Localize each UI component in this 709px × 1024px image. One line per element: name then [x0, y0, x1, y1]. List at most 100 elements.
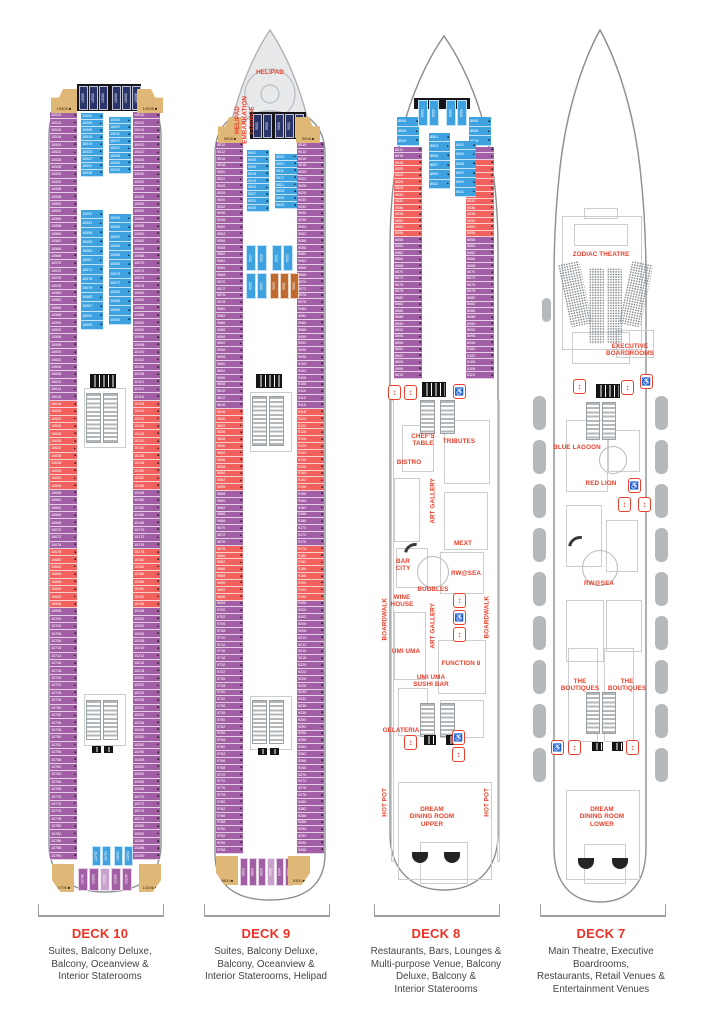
cabin-9182[interactable]: 9182▲: [297, 559, 324, 567]
cabin-10182[interactable]: 10182▲: [133, 563, 160, 572]
cabin-9080[interactable]: 9080■: [297, 306, 324, 314]
cabin-10526[interactable]: 10526■: [50, 156, 77, 164]
cabin-8038[interactable]: 8038■: [466, 211, 494, 218]
cabin-10090[interactable]: 10090■: [133, 319, 160, 327]
suite-cabin-9300[interactable]: 9300 ■: [288, 856, 310, 885]
cabin-8596[interactable]: 8596▲: [394, 333, 422, 341]
cabin-10776[interactable]: 10776■: [50, 808, 77, 816]
cabin-9772[interactable]: 9772▲: [216, 778, 243, 786]
cabin-10672[interactable]: 10672▲: [50, 534, 77, 542]
cabin-9650[interactable]: 9650■: [216, 470, 243, 478]
cabin-10286[interactable]: 10286■: [133, 837, 160, 846]
cabin-9016[interactable]: 9016■: [297, 155, 324, 163]
cabin-10676[interactable]: 10676■: [50, 541, 77, 549]
cabin-10220[interactable]: 10220■: [133, 674, 160, 683]
cabin-10080[interactable]: 10080■: [133, 289, 160, 298]
cabin-10071[interactable]: 10071■: [81, 265, 103, 275]
cabin-9035[interactable]: 9035■: [247, 205, 269, 213]
cabin-10760[interactable]: 10760■: [50, 763, 77, 772]
cabin-10001[interactable]: 10001■: [81, 113, 103, 121]
cabin-9670[interactable]: 9670■: [216, 525, 243, 533]
cabin-8100[interactable]: 8100■: [466, 346, 494, 353]
cabin-10110[interactable]: 10110■: [133, 378, 160, 387]
cabin-10132[interactable]: 10132▲: [133, 445, 160, 453]
cabin-9059[interactable]: 9059: [270, 273, 279, 299]
cabin-10576[interactable]: 10576■: [50, 274, 77, 283]
cabin-9520[interactable]: 9520■: [216, 169, 243, 177]
cabin-10188[interactable]: 10188■: [133, 578, 160, 586]
cabin-8590[interactable]: 8590■: [394, 320, 422, 328]
cabin-10009[interactable]: 10009■: [81, 127, 103, 135]
cabin-10538[interactable]: 10538■: [50, 193, 77, 201]
cabin-9532[interactable]: 9532▲: [216, 203, 243, 211]
cabin-10292[interactable]: 10292: [124, 846, 133, 866]
cabin-9804[interactable]: 9804: [249, 858, 257, 886]
cabin-9202[interactable]: 9202▲: [297, 614, 324, 622]
elevator-bank[interactable]: [269, 396, 284, 446]
cabin-9280[interactable]: 9280■: [297, 799, 324, 806]
cabin-10031[interactable]: 10031■: [81, 162, 103, 170]
cabin-9132[interactable]: 9132▲: [297, 449, 324, 457]
cabin-9668[interactable]: 9668■: [216, 518, 243, 526]
cabin-9666[interactable]: 9666■: [216, 511, 243, 519]
cabin-9768[interactable]: 9768■: [216, 764, 243, 772]
cabin-9178[interactable]: 9178■: [297, 545, 324, 553]
cabin-8058[interactable]: 8058■: [466, 237, 494, 244]
cabin-10288[interactable]: 10288■: [133, 845, 160, 853]
cabin-8006[interactable]: 8006■: [469, 117, 491, 127]
cabin-8000[interactable]: 8000: [457, 100, 467, 126]
cabin-9011[interactable]: 9011■: [275, 167, 297, 175]
cabin-8528[interactable]: 8528■: [394, 185, 422, 193]
cabin-9055[interactable]: 9055: [246, 273, 256, 299]
cabin-9770[interactable]: 9770■: [216, 771, 243, 779]
cabin-8580[interactable]: 8580■: [394, 295, 422, 302]
cabin-9266[interactable]: 9266■: [297, 757, 324, 765]
cabin-9750[interactable]: 9750■: [216, 716, 243, 724]
cabin-10108[interactable]: 10108■: [133, 371, 160, 379]
cabin-9622[interactable]: 9622▲: [216, 422, 243, 430]
cabin-10216[interactable]: 10216■: [133, 660, 160, 668]
cabin-10618[interactable]: 10618■: [50, 400, 77, 409]
cabin-9578[interactable]: 9578■: [216, 299, 243, 307]
cabin-10176[interactable]: 10176■: [133, 541, 160, 549]
cabin-10170[interactable]: 10170■: [133, 526, 160, 535]
cabin-10710[interactable]: 10710■: [50, 645, 77, 653]
cabin-9028[interactable]: 9028■: [297, 189, 324, 197]
cabin-10116[interactable]: 10116■: [133, 393, 160, 401]
cabin-8010[interactable]: 8010■: [469, 136, 491, 147]
cabin-10622[interactable]: 10622▲: [50, 415, 77, 424]
cabin-10768[interactable]: 10768■: [50, 785, 77, 794]
cabin-9136[interactable]: 9136■: [297, 456, 324, 464]
cabin-10196[interactable]: 10196■: [133, 600, 160, 609]
cabin-10086[interactable]: 10086■: [133, 304, 160, 312]
cabin-9021[interactable]: 9021▲: [275, 181, 297, 189]
cabin-10632[interactable]: 10632▲: [50, 445, 77, 453]
cabin-9198[interactable]: 9198■: [297, 600, 324, 608]
cabin-10032[interactable]: 10032▲: [133, 178, 160, 187]
cabin-9270[interactable]: 9270■: [297, 771, 324, 779]
cabin-10070[interactable]: 10070■: [133, 260, 160, 268]
cabin-10053[interactable]: 10053■: [109, 223, 131, 233]
cabin-9118[interactable]: 9118■: [297, 408, 324, 416]
cabin-9716[interactable]: 9716■: [216, 648, 243, 656]
cabin-10075[interactable]: 10075■: [81, 274, 103, 284]
cabin-10512[interactable]: 10512▲: [50, 119, 77, 127]
cabin-9262[interactable]: 9262▲: [297, 751, 324, 758]
cabin-8610[interactable]: 8610■: [394, 372, 422, 379]
cabin-9192[interactable]: 9192▲: [297, 586, 324, 594]
cabin-9218[interactable]: 9218■: [297, 655, 324, 663]
cabin-9200[interactable]: 9200■: [297, 607, 324, 615]
cabin-9652[interactable]: 9652▲: [216, 477, 243, 485]
cabin-10628[interactable]: 10628■: [50, 430, 77, 438]
cabin-10102[interactable]: 10102▲: [133, 356, 160, 364]
cabin-9186[interactable]: 9186■: [297, 566, 324, 574]
cabin-10568[interactable]: 10568■: [50, 252, 77, 261]
cabin-10218[interactable]: 10218■: [133, 667, 160, 675]
cabin-10298[interactable]: 10298: [122, 868, 132, 891]
cabin-9037[interactable]: 9037: [246, 245, 256, 271]
cabin-9710[interactable]: 9710■: [216, 634, 243, 642]
cabin-10026[interactable]: 10026■: [133, 156, 160, 164]
cabin-10238[interactable]: 10238■: [133, 726, 160, 735]
cabin-9662[interactable]: 9662▲: [216, 504, 243, 512]
cabin-10522[interactable]: 10522▲: [50, 149, 77, 157]
